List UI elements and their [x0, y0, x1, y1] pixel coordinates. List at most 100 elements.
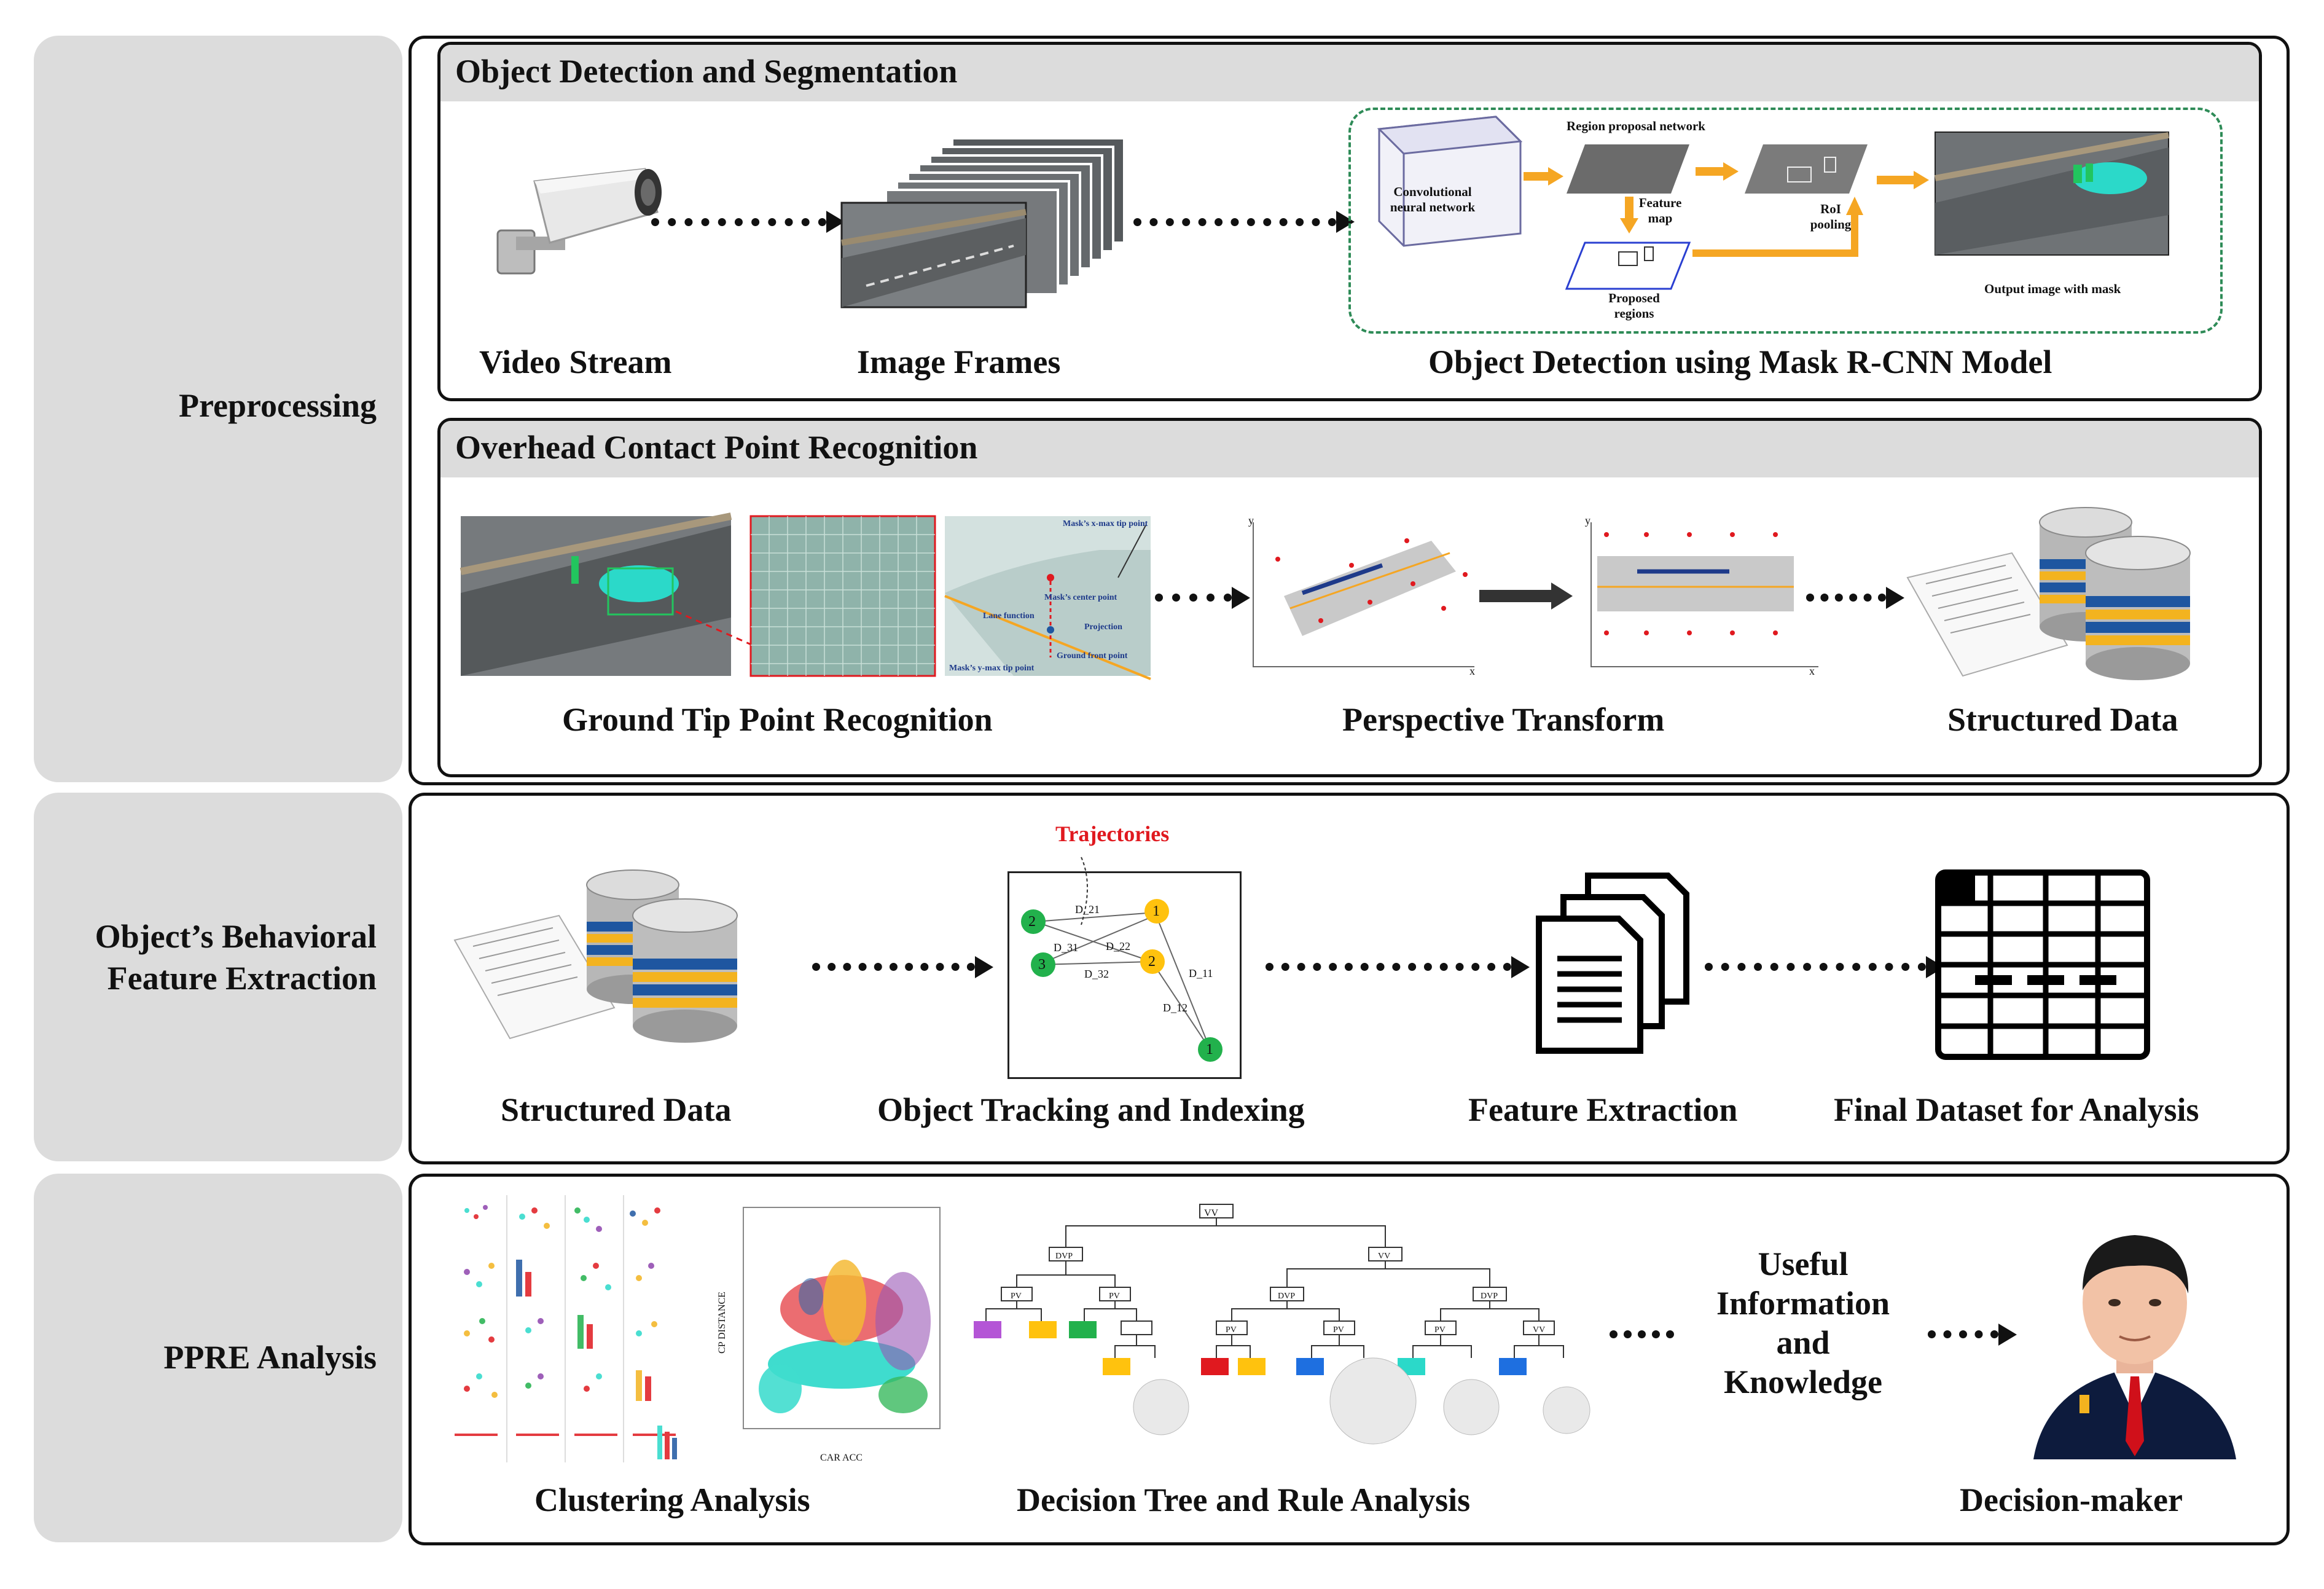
tree-node: PV	[1109, 1292, 1120, 1301]
arrow-perspective-to-structured	[1806, 594, 1886, 602]
dataset-table-icon	[1935, 869, 2150, 1060]
tree-root: VV	[1204, 1208, 1219, 1218]
stage-panel-ppre: PPRE Analysis	[34, 1174, 402, 1542]
feature-map-label: Feature map	[1638, 195, 1682, 226]
useful-line-2: Information	[1716, 1285, 1890, 1322]
zoom-label-ground-front: Ground front point	[1057, 651, 1128, 661]
ground-tip-caption: Ground Tip Point Recognition	[562, 701, 993, 738]
perspective-transform-plots	[1253, 522, 1818, 667]
zoom-label-center: Mask’s center point	[1044, 593, 1117, 602]
tracking-caption: Object Tracking and Indexing	[877, 1091, 1305, 1128]
image-frames-caption: Image Frames	[857, 343, 1061, 380]
arrow-head	[1511, 956, 1530, 978]
final-dataset-caption: Final Dataset for Analysis	[1834, 1091, 2199, 1128]
useful-knowledge-text: Useful Information and Knowledge	[1702, 1244, 1904, 1402]
video-stream-caption: Video Stream	[479, 343, 672, 380]
zoom-label-lane: Lane function	[983, 611, 1035, 621]
zoom-label-projection: Projection	[1084, 622, 1122, 632]
node-label: 1	[1152, 903, 1160, 919]
arrow-video-to-frames	[651, 218, 826, 226]
arrow-frames-to-maskrcnn	[1133, 218, 1336, 226]
arrow-head	[975, 956, 993, 978]
useful-line-1: Useful	[1758, 1246, 1849, 1282]
tree-node: DVP	[1278, 1292, 1296, 1301]
useful-line-3: and	[1776, 1324, 1830, 1361]
arrow-head	[1886, 587, 1904, 609]
edge-label: D_12	[1163, 1002, 1187, 1014]
structured-data-caption-2: Structured Data	[501, 1091, 732, 1128]
ppre-frame	[409, 1174, 2290, 1545]
node-label: 3	[1038, 957, 1046, 973]
tracking-graph	[1021, 857, 1223, 1062]
clustering-pairplot	[452, 1195, 677, 1462]
tree-node: DVP	[1055, 1252, 1073, 1261]
edge-label: D_11	[1189, 967, 1213, 979]
decision-tree	[974, 1204, 1590, 1445]
mask-rcnn-caption: Object Detection using Mask R-CNN Model	[1428, 343, 2052, 380]
scatter-ylabel: CP DISTANCE	[716, 1292, 727, 1354]
contact-point-header: Overhead Contact Point Recognition	[440, 421, 2259, 477]
tree-node: VV	[1378, 1252, 1391, 1261]
perspective-caption: Perspective Transform	[1342, 701, 1665, 738]
stage-panel-preprocessing: Preprocessing	[34, 36, 402, 782]
tree-node: DVP	[1481, 1292, 1498, 1301]
arrow-knowledge-to-decision	[1928, 1330, 1998, 1338]
object-detection-title: Object Detection and Segmentation	[455, 53, 958, 90]
tree-node: VV	[1533, 1325, 1546, 1335]
clustering-scatter	[743, 1207, 941, 1429]
decision-maker-avatar	[2033, 1235, 2236, 1459]
structured-data-icon-2	[453, 869, 738, 1043]
stage-label-ppre: PPRE Analysis	[163, 1339, 377, 1376]
stage-label-preprocessing: Preprocessing	[179, 387, 377, 424]
arrow-head	[1232, 587, 1250, 609]
proposed-regions-label: Proposed regions	[1608, 291, 1660, 321]
contact-point-title: Overhead Contact Point Recognition	[455, 429, 978, 466]
edge-label: D_31	[1054, 941, 1078, 954]
edge-label: D_32	[1084, 968, 1109, 980]
cnn-label: Convolutional neural network	[1390, 184, 1476, 214]
node-label: 2	[1028, 914, 1036, 930]
scatter-xlabel: CAR ACC	[820, 1453, 863, 1463]
tree-node: PV	[1011, 1292, 1022, 1301]
rpn-label: Region proposal network	[1567, 119, 1705, 133]
zoom-label-xmax: Mask’s x-max tip point	[1063, 519, 1148, 528]
axis-y-label: y	[1248, 514, 1254, 527]
roi-pooling-label: RoI pooling	[1810, 202, 1852, 232]
object-detection-box: Object Detection and Segmentation	[437, 42, 2262, 401]
tree-node: PV	[1434, 1325, 1446, 1335]
edge-label: D_22	[1106, 940, 1130, 952]
object-detection-header: Object Detection and Segmentation	[440, 45, 2259, 101]
axis-x-label: x	[1469, 665, 1475, 677]
edge-label: D_21	[1075, 903, 1100, 916]
arrow-ground-to-perspective	[1155, 594, 1232, 602]
cctv-camera-icon	[496, 168, 662, 275]
mask-rcnn-region	[1348, 108, 2223, 334]
zoom-label-ymax: Mask’s y-max tip point	[949, 664, 1035, 673]
trajectories-label: Trajectories	[1055, 822, 1170, 846]
output-image-label: Output image with mask	[1984, 281, 2121, 296]
axis-x-label-2: x	[1809, 665, 1815, 677]
structured-data-icon	[1906, 507, 2191, 680]
stage-label-feature-extraction: Object’s Behavioral Feature Extraction	[95, 918, 377, 997]
document-stack-icon	[1536, 873, 1689, 1054]
image-frames-stack	[840, 137, 1125, 308]
tree-node: PV	[1333, 1325, 1344, 1335]
decision-tree-caption: Decision Tree and Rule Analysis	[1017, 1481, 1471, 1518]
arrow-feature-to-dataset	[1705, 963, 1926, 971]
arrow-tree-to-knowledge	[1610, 1330, 1674, 1338]
tree-node: PV	[1226, 1325, 1237, 1335]
clustering-caption: Clustering Analysis	[534, 1481, 810, 1518]
arrow-structured-to-tracking	[812, 963, 975, 971]
feature-extraction-caption: Feature Extraction	[1468, 1091, 1738, 1128]
node-label: 2	[1148, 954, 1156, 970]
axis-y-label-2: y	[1585, 514, 1590, 527]
decision-maker-caption: Decision-maker	[1960, 1481, 2183, 1518]
structured-data-caption: Structured Data	[1947, 701, 2178, 738]
mask-rcnn-diagram	[1377, 116, 2169, 290]
stage-panel-feature-extraction: Object’s Behavioral Feature Extraction	[34, 793, 402, 1161]
node-label: 1	[1206, 1042, 1213, 1057]
arrow-tracking-to-feature	[1266, 963, 1511, 971]
ground-tip-images	[460, 512, 1151, 680]
arrow-head	[1998, 1324, 2017, 1346]
arrow-head	[1336, 211, 1355, 233]
